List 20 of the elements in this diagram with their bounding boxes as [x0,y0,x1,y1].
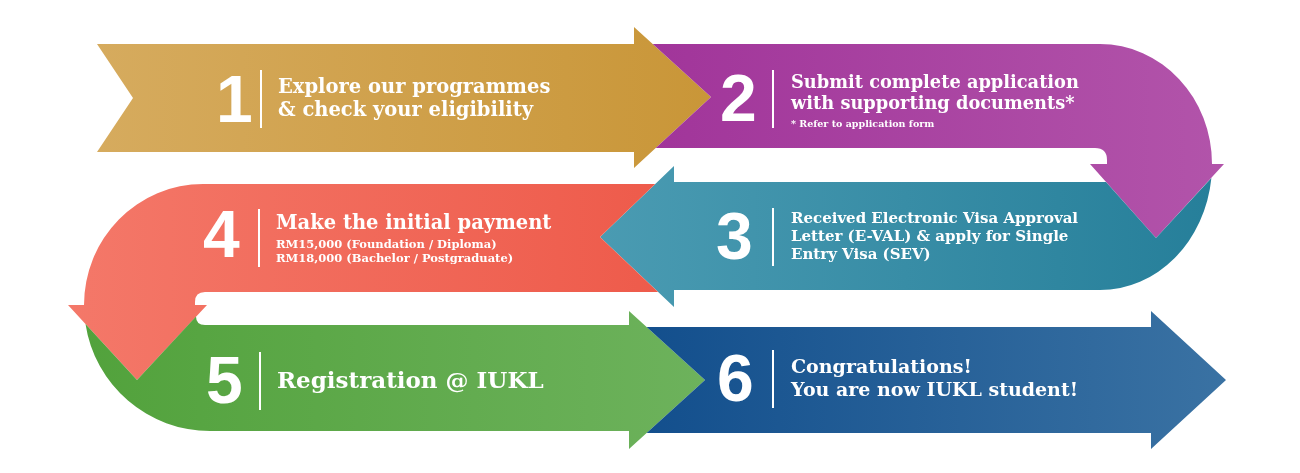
step-title: Received Electronic Visa Approval Letter (E-VAL) & apply for Single Entry Visa (SEV) [791,209,1080,263]
step-number: 6 [717,353,754,403]
price-text: RM15,000 (Foundation / Diploma) [276,237,497,252]
step-title: You are now IUKL student! [791,378,1079,401]
step-number: 5 [206,355,243,405]
step-number: 4 [203,209,240,259]
arrow-banner [600,166,1212,307]
step-number: 3 [716,211,753,261]
step-title: Registration @ IUKL [277,366,544,394]
step-title: Explore our programmes & check your eligibility [278,74,552,122]
arrow-banner [85,311,705,449]
step-number: 1 [216,74,253,124]
step-title: Congratulations! [791,355,972,378]
price-text: RM18,000 (Bachelor / Postgraduate) [276,251,514,266]
arrow-banner [97,27,711,168]
step-number: 2 [720,73,757,123]
step-title: Submit complete application with supporting documents* [791,70,1080,114]
footnote-text: * Refer to application form [791,117,935,130]
arrow-banner [646,311,1226,449]
step-title: Make the initial payment [276,210,552,234]
